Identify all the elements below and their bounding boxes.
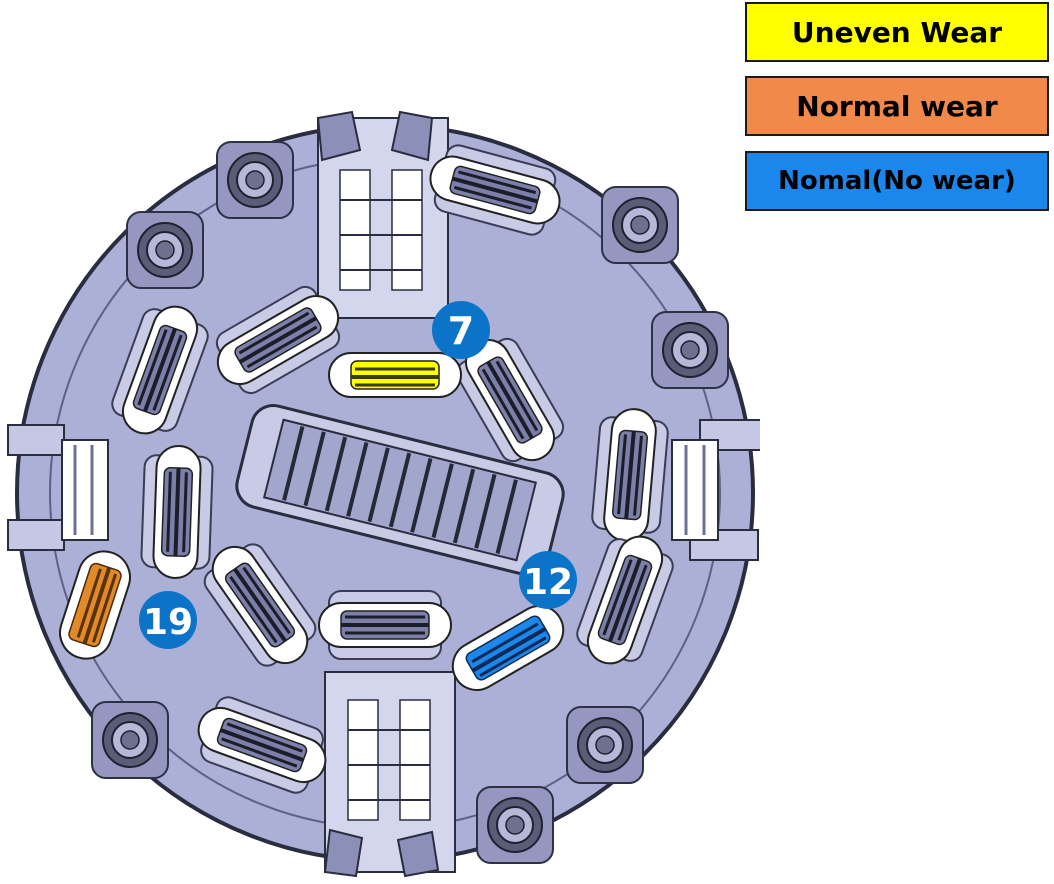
gauge-cutter bbox=[601, 186, 679, 264]
legend-no-wear-label: Nomal(No wear) bbox=[778, 166, 1016, 196]
gauge-cutter bbox=[91, 701, 169, 779]
legend-uneven-wear: Uneven Wear bbox=[745, 2, 1049, 62]
callout-19: 19 bbox=[139, 591, 197, 649]
cutterhead-diagram: 7 12 19 bbox=[7, 110, 760, 878]
bottom-slot bbox=[323, 671, 456, 878]
cutter-7-uneven bbox=[328, 352, 462, 398]
legend-normal-wear-label: Normal wear bbox=[796, 89, 998, 123]
gauge-cutter bbox=[216, 141, 294, 219]
central-drum bbox=[235, 404, 565, 576]
edge-clamp-left bbox=[7, 424, 109, 551]
legend-uneven-wear-label: Uneven Wear bbox=[791, 15, 1003, 49]
legend-no-wear: Nomal(No wear) bbox=[745, 151, 1049, 211]
callout-7: 7 bbox=[432, 301, 490, 359]
disc-cutter bbox=[588, 404, 672, 546]
callout-19-number: 19 bbox=[143, 602, 193, 643]
legend-normal-wear: Normal wear bbox=[745, 76, 1049, 136]
callout-12-number: 12 bbox=[523, 562, 573, 603]
cutter-19-normal bbox=[59, 550, 131, 660]
callout-12: 12 bbox=[519, 551, 577, 609]
gauge-cutter bbox=[476, 786, 554, 864]
cutter-12-no-wear bbox=[451, 605, 565, 691]
disc-cutter bbox=[317, 589, 453, 661]
gauge-cutter bbox=[651, 311, 729, 389]
callout-7-number: 7 bbox=[448, 309, 474, 353]
gauge-cutter bbox=[126, 211, 204, 289]
top-slot bbox=[316, 110, 449, 319]
gauge-cutter bbox=[566, 706, 644, 784]
edge-clamp-right bbox=[671, 419, 760, 561]
disc-cutter bbox=[141, 445, 214, 579]
